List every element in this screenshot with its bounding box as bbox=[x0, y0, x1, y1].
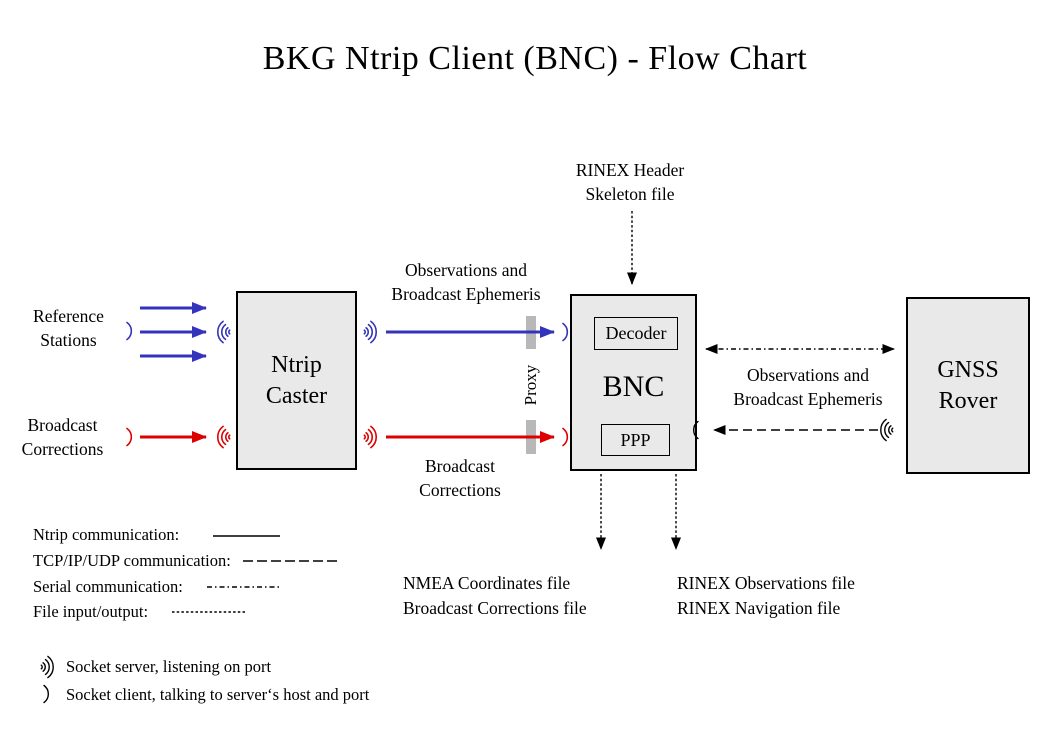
socket-server-icon bbox=[217, 425, 231, 449]
socket-client-icon bbox=[43, 684, 50, 704]
legend-socket-client-label: Socket client, talking to server‘s host … bbox=[66, 685, 370, 704]
legend-line-samples bbox=[172, 535, 341, 613]
node-gnss-rover: GNSS Rover bbox=[906, 297, 1030, 474]
page-title: BKG Ntrip Client (BNC) - Flow Chart bbox=[262, 40, 808, 77]
node-bnc: Decoder BNC PPP bbox=[570, 294, 697, 471]
legend-serial-label: Serial communication: bbox=[33, 577, 183, 596]
legend-file-label: File input/output: bbox=[33, 602, 149, 621]
label-rinex-output-files: RINEX Observations file RINEX Navigation… bbox=[677, 573, 855, 618]
bnc-label: BNC bbox=[602, 370, 665, 403]
label-observations-top: Observations and Broadcast Ephemeris bbox=[391, 260, 541, 304]
socket-server-icon bbox=[40, 655, 54, 679]
legend-socket-symbols bbox=[40, 655, 54, 704]
label-broadcast-corrections-stream: Broadcast Corrections bbox=[419, 456, 501, 500]
legend-socket-server-label: Socket server, listening on port bbox=[66, 657, 272, 676]
legend-tcp-label: TCP/IP/UDP communication: bbox=[33, 551, 231, 570]
ppp-label: PPP bbox=[620, 429, 651, 450]
label-nmea-output-files: NMEA Coordinates file Broadcast Correcti… bbox=[403, 573, 587, 618]
socket-client-icon bbox=[562, 427, 569, 447]
label-observations-right: Observations and Broadcast Ephemeris bbox=[733, 365, 883, 409]
ntrip-caster-label-line2: Caster bbox=[265, 382, 328, 409]
ntrip-caster-label-line1: Ntrip bbox=[271, 351, 322, 378]
socket-client-icon bbox=[562, 322, 569, 342]
node-ppp: PPP bbox=[601, 424, 670, 456]
gnss-rover-label-line1: GNSS bbox=[937, 356, 999, 383]
node-decoder: Decoder bbox=[594, 317, 678, 350]
decoder-label: Decoder bbox=[605, 323, 667, 343]
node-ntrip-caster: Ntrip Caster bbox=[236, 291, 357, 470]
socket-server-icon bbox=[363, 320, 377, 344]
socket-symbols-black bbox=[692, 418, 894, 442]
label-broadcast-corrections-input: Broadcast Corrections bbox=[21, 415, 104, 459]
legend-ntrip-label: Ntrip communication: bbox=[33, 525, 180, 544]
label-reference-stations: Reference Stations bbox=[33, 306, 104, 350]
socket-client-icon bbox=[126, 427, 133, 447]
socket-server-icon bbox=[880, 418, 894, 442]
socket-server-icon bbox=[217, 320, 231, 344]
gnss-rover-label-line2: Rover bbox=[938, 387, 998, 414]
label-proxy: Proxy bbox=[521, 364, 540, 406]
socket-server-icon bbox=[363, 425, 377, 449]
label-rinex-header-skeleton: RINEX Header Skeleton file bbox=[575, 160, 685, 204]
